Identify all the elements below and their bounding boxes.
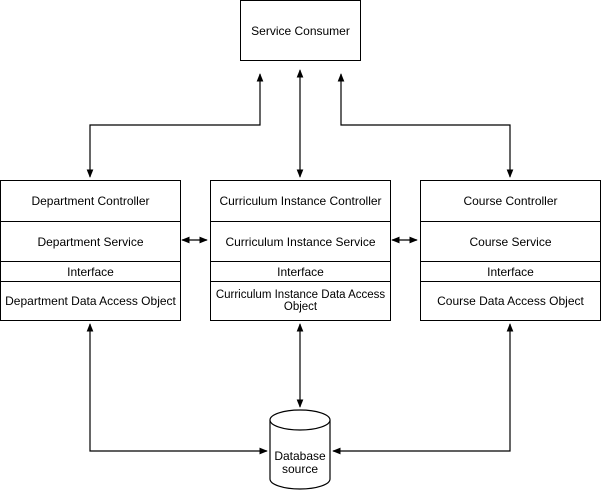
- database-label-line1: Database: [274, 449, 326, 463]
- department-dao: Department Data Access Object: [5, 294, 176, 308]
- database-cylinder: [269, 409, 331, 490]
- curriculum-dao: Curriculum Instance Data Access Object: [215, 289, 386, 313]
- curriculum-service: Curriculum Instance Service: [225, 234, 376, 249]
- curriculum-stack: Curriculum Instance Controller Curriculu…: [210, 180, 391, 321]
- service-consumer-box: Service Consumer: [240, 0, 361, 61]
- database-label-line2: source: [281, 462, 319, 476]
- arrow-consumer-department: [86, 73, 264, 178]
- course-service: Course Service: [469, 234, 552, 249]
- course-controller: Course Controller: [463, 194, 558, 208]
- curriculum-controller: Curriculum Instance Controller: [219, 194, 382, 208]
- curriculum-interface: Interface: [277, 264, 324, 279]
- department-service: Department Service: [37, 234, 144, 249]
- course-interface: Interface: [487, 264, 534, 279]
- service-consumer-label: Service Consumer: [251, 23, 350, 38]
- course-stack: Course Controller Course Service Interfa…: [420, 180, 601, 321]
- course-dao: Course Data Access Object: [437, 294, 584, 308]
- arrow-consumer-course: [337, 73, 514, 178]
- database-label: Database source: [270, 443, 330, 483]
- arrow-course-database: [332, 323, 514, 455]
- department-interface: Interface: [67, 264, 114, 279]
- department-controller: Department Controller: [31, 194, 150, 208]
- arrow-department-database: [86, 323, 268, 455]
- department-stack: Department Controller Department Service…: [0, 180, 181, 321]
